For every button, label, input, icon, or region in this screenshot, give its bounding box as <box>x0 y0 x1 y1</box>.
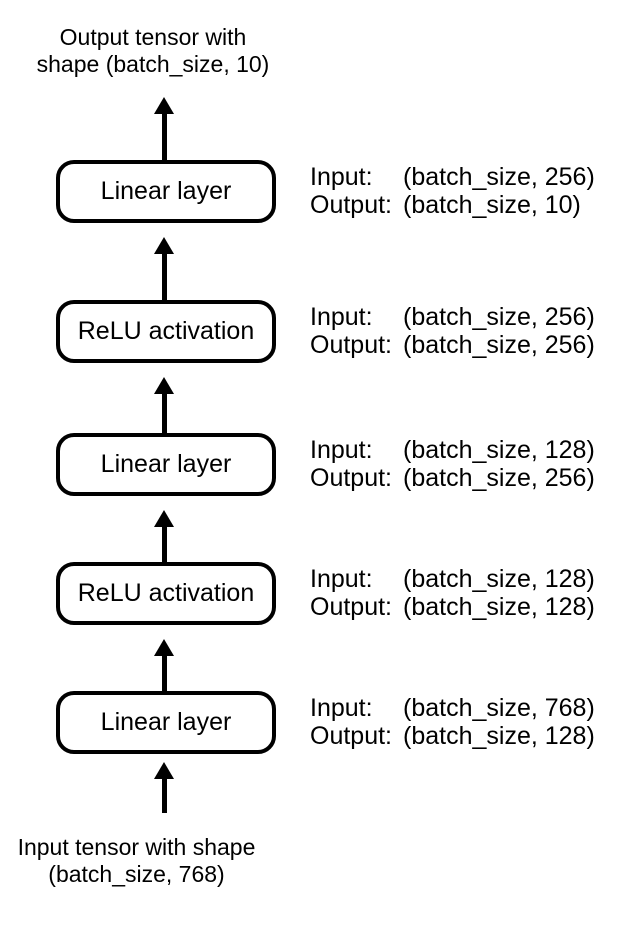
output-tensor-caption: Output tensor with shape (batch_size, 10… <box>13 24 293 78</box>
io-input-label: Input: <box>310 303 373 331</box>
arrow-shaft <box>161 114 167 160</box>
layer-label: ReLU activation <box>77 579 255 607</box>
io-input-value: (batch_size, 256) <box>403 163 595 191</box>
io-input-label: Input: <box>310 163 373 191</box>
layer-box-linear-3: Linear layer <box>56 160 276 223</box>
layer-io-annotation: Input: (batch_size, 256) Output: (batch_… <box>310 163 630 219</box>
input-tensor-caption: Input tensor with shape (batch_size, 768… <box>0 834 273 888</box>
io-output-value: (batch_size, 128) <box>403 722 595 750</box>
layer-box-linear-2: Linear layer <box>56 433 276 496</box>
layer-box-relu-1: ReLU activation <box>56 562 276 625</box>
io-input-label: Input: <box>310 436 373 464</box>
arrow-up-icon <box>154 377 174 394</box>
io-input-label: Input: <box>310 565 373 593</box>
output-tensor-caption-line1: Output tensor with <box>59 24 247 50</box>
arrow-shaft <box>161 527 167 562</box>
arrow-shaft <box>161 394 167 433</box>
layer-io-annotation: Input: (batch_size, 128) Output: (batch_… <box>310 565 630 621</box>
arrow-up-icon <box>154 237 174 254</box>
flow-arrow-1 <box>154 237 174 300</box>
flow-arrow-output <box>154 97 174 160</box>
layer-box-linear-1: Linear layer <box>56 691 276 754</box>
flow-arrow-input <box>154 762 174 813</box>
io-output-value: (batch_size, 128) <box>403 593 595 621</box>
arrow-up-icon <box>154 510 174 527</box>
arrow-shaft <box>161 656 167 691</box>
arrow-up-icon <box>154 97 174 114</box>
arrow-shaft <box>161 254 167 300</box>
layer-label: Linear layer <box>100 450 232 478</box>
layer-io-annotation: Input: (batch_size, 768) Output: (batch_… <box>310 694 630 750</box>
io-output-label: Output: <box>310 593 392 621</box>
arrow-up-icon <box>154 762 174 779</box>
output-tensor-caption-line2: shape (batch_size, 10) <box>36 51 270 77</box>
layer-label: Linear layer <box>100 708 232 736</box>
io-output-value: (batch_size, 10) <box>403 191 581 219</box>
io-output-label: Output: <box>310 464 392 492</box>
io-input-value: (batch_size, 128) <box>403 565 595 593</box>
io-output-label: Output: <box>310 331 392 359</box>
input-tensor-caption-line2: (batch_size, 768) <box>48 861 225 887</box>
arrow-up-icon <box>154 639 174 656</box>
io-input-value: (batch_size, 768) <box>403 694 595 722</box>
io-output-value: (batch_size, 256) <box>403 464 595 492</box>
io-input-value: (batch_size, 256) <box>403 303 595 331</box>
layer-io-annotation: Input: (batch_size, 128) Output: (batch_… <box>310 436 630 492</box>
io-input-label: Input: <box>310 694 373 722</box>
flow-arrow-4 <box>154 639 174 691</box>
io-output-value: (batch_size, 256) <box>403 331 595 359</box>
layer-label: Linear layer <box>100 177 232 205</box>
layer-box-relu-2: ReLU activation <box>56 300 276 363</box>
arrow-shaft <box>161 779 167 813</box>
layer-label: ReLU activation <box>77 317 255 345</box>
io-output-label: Output: <box>310 191 392 219</box>
flow-arrow-2 <box>154 377 174 433</box>
io-output-label: Output: <box>310 722 392 750</box>
flow-arrow-3 <box>154 510 174 562</box>
input-tensor-caption-line1: Input tensor with shape <box>17 834 256 860</box>
io-input-value: (batch_size, 128) <box>403 436 595 464</box>
layer-io-annotation: Input: (batch_size, 256) Output: (batch_… <box>310 303 630 359</box>
